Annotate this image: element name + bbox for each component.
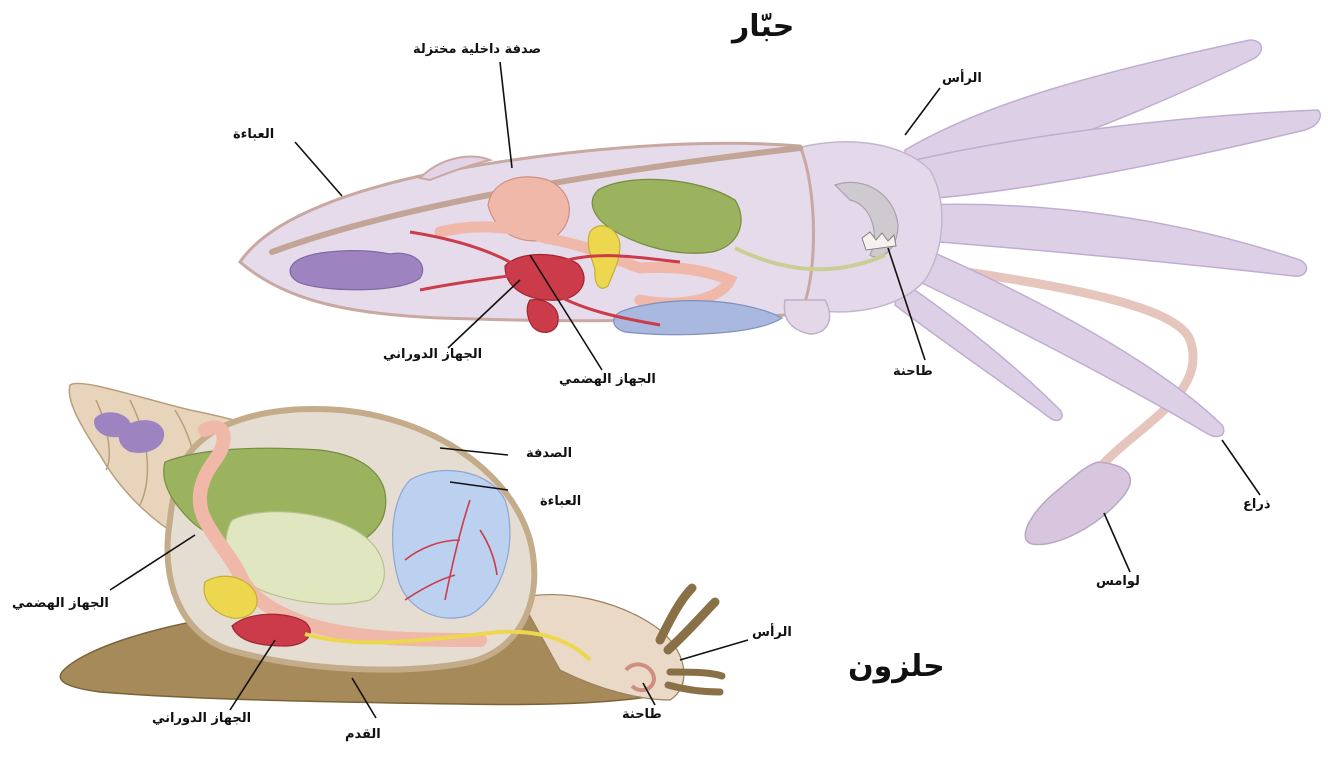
squid-tentacle-club: [1025, 462, 1130, 545]
squid-arm: [915, 204, 1307, 276]
squid-label-arm: ذراع: [1243, 498, 1271, 511]
snail-label-digestive: الجهاز الهضمي: [12, 597, 109, 610]
squid-label-radula: طاحنة: [893, 365, 933, 378]
snail-illustration: [60, 383, 722, 704]
squid-label-head: الرأس: [942, 72, 982, 85]
squid-title: حبّار: [732, 12, 794, 42]
squid-label-circulatory: الجهاز الدوراني: [383, 348, 482, 361]
snail-label-radula: طاحنة: [622, 708, 662, 721]
squid-label-shell: صدفة داخلية مختزلة: [413, 43, 541, 56]
snail-title: حلزون: [848, 652, 945, 682]
snail-label-foot: القدم: [345, 728, 381, 741]
snail-label-head: الرأس: [752, 626, 792, 639]
squid-gonad: [290, 251, 423, 290]
squid-label-mantle: العباءة: [233, 128, 274, 141]
snail-label-shell: الصدفة: [526, 447, 572, 460]
squid-label-tentacles: لوامس: [1096, 575, 1140, 588]
squid-siphon: [784, 300, 829, 334]
squid-label-digestive: الجهاز الهضمي: [559, 373, 656, 386]
snail-label-circulatory: الجهاز الدوراني: [152, 712, 251, 725]
snail-tentacle: [670, 672, 722, 676]
snail-label-mantle: العباءة: [540, 495, 581, 508]
